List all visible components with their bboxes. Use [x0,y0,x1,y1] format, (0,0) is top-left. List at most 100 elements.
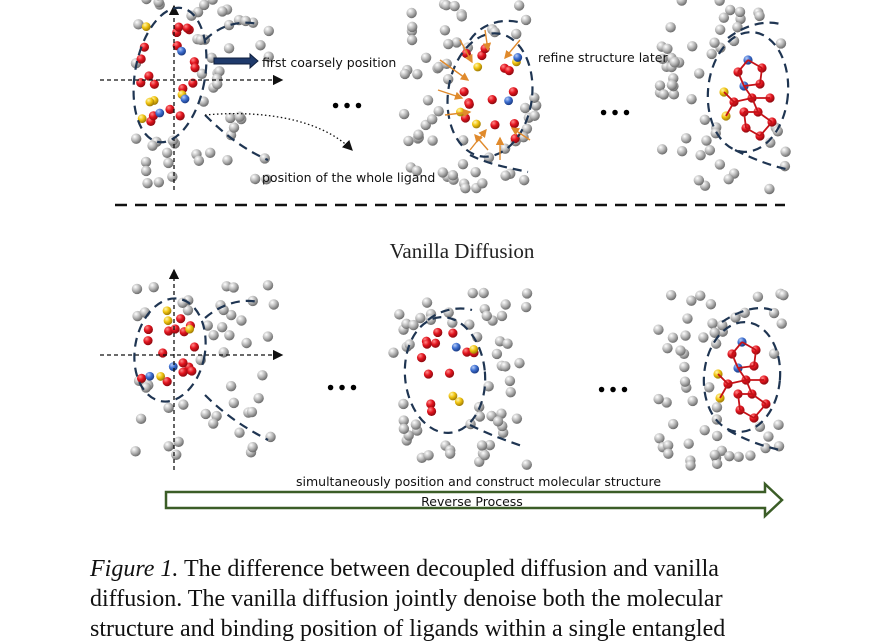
protein-atom [167,172,177,182]
protein-atom [512,413,522,423]
protein-atom [178,399,188,409]
protein-atom [427,135,437,145]
protein-atom [253,393,263,403]
protein-atom [154,177,164,187]
ellipsis-bottom-2: … [596,363,630,400]
protein-atom [443,39,453,49]
protein-atom [710,450,720,460]
protein-atom [514,0,524,10]
protein-atom [707,318,717,328]
ligand-atom-red [176,314,185,323]
protein-atom [686,94,696,104]
protein-atom [411,419,421,429]
protein-atom [130,446,140,456]
protein-atom [219,347,229,357]
diffusion-diagram: first coarsely position refine structure… [0,0,883,625]
protein-atom [662,343,672,353]
bond [752,394,766,404]
bond [732,342,742,354]
protein-atom [699,425,709,435]
protein-atom [667,80,677,90]
ligand-atom-blue [177,47,186,56]
protein-atom [683,439,693,449]
protein-atom [687,396,697,406]
protein-atom [222,155,232,165]
protein-atom [764,184,774,194]
protein-atom [404,339,414,349]
ligand-atom-red [190,63,199,72]
ligand-atom-blue [470,365,479,374]
ligand-atom-yellow [473,63,482,72]
ligand-atom-red [505,66,514,75]
protein-atom [449,1,459,11]
protein-atom [241,338,251,348]
protein-atom [502,338,512,348]
ellipsis-bottom-1: … [325,361,359,398]
protein-atom [668,419,678,429]
protein-atom [141,166,151,176]
protein-atom [677,146,687,156]
ligand-atom-red [150,80,159,89]
ligand-atom-red [178,358,187,367]
protein-atom [263,331,273,341]
protein-atom [141,0,151,4]
ligand-atom-yellow [469,345,478,354]
protein-atom [719,12,729,22]
ligand-atom-blue [145,372,154,381]
protein-atom [735,7,745,17]
protein-atom [234,111,244,121]
protein-atom [427,114,437,124]
protein-atom [406,8,416,18]
protein-atom [229,398,239,408]
ligand-atom-yellow [185,325,194,334]
ligand-atom-blue [513,53,522,62]
protein-atom [240,16,250,26]
protein-atom [407,35,417,45]
protein-atom [490,27,500,37]
protein-atom [706,299,716,309]
protein-atom [173,437,183,447]
refine-arrow [475,135,488,150]
protein-atom [675,345,685,355]
protein-atom [500,170,510,180]
ligand-atom-red [171,324,180,333]
protein-atom [236,315,246,325]
protein-atom [477,178,487,188]
ligand-atoms [136,22,776,422]
protein-atom [131,133,141,143]
protein-atom [163,403,173,413]
ligand-atom-yellow [142,22,151,31]
protein-atom [263,280,273,290]
ligand-atom-red [488,95,497,104]
protein-atom [701,135,711,145]
protein-atom [408,320,418,330]
protein-atom [706,49,716,59]
protein-atom [423,450,433,460]
protein-atom [754,11,764,21]
protein-atom [477,440,487,450]
ligand-atom-red [510,119,519,128]
protein-atom [505,376,515,386]
protein-atom [694,68,704,78]
protein-atom [194,156,204,166]
protein-atom [229,122,239,132]
protein-atom [448,170,458,180]
protein-atom [511,29,521,39]
protein-atom [201,409,211,419]
protein-atom [438,167,448,177]
protein-atom [224,43,234,53]
refine-arrow [438,90,462,98]
protein-atom [257,370,267,380]
protein-atom [142,178,152,188]
protein-atom [778,290,788,300]
label-whole-ligand: position of the whole ligand [262,170,435,185]
protein-atom [680,376,690,386]
protein-atom [681,133,691,143]
protein-atom [700,115,710,125]
protein-atom [724,451,734,461]
protein-atom [679,362,689,372]
protein-atom [133,19,143,29]
protein-atom [685,460,695,470]
protein-atom [500,361,510,371]
protein-atom [440,25,450,35]
